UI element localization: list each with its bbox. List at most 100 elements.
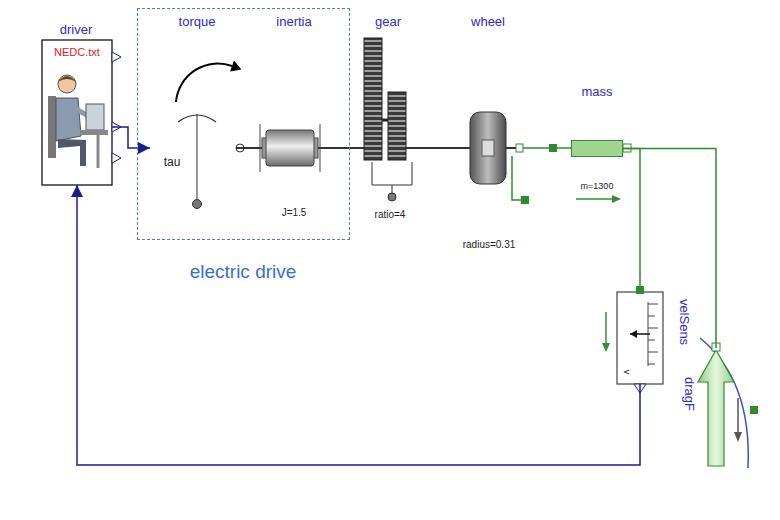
wheel-icon [455, 147, 470, 149]
driver-block: driverNEDC.txt [42, 40, 112, 185]
drag-force: dragF [700, 348, 732, 466]
label-holder: mass [581, 85, 612, 100]
speed-sensor-icon [648, 316, 655, 317]
label-holder: m=1300 [581, 181, 614, 191]
component-name: torque [179, 15, 216, 30]
wheel-icon [521, 196, 529, 204]
speed-sensor-icon [630, 330, 637, 338]
wheel-icon [482, 140, 494, 156]
speed-sensor-icon [648, 340, 655, 341]
label-holder: wheel [471, 15, 505, 30]
speed-sensor-icon [648, 304, 658, 305]
driver-icon [112, 153, 121, 163]
mass-block: massm=1300 [571, 140, 623, 157]
component-name: driver [60, 23, 93, 38]
mass-ports [576, 198, 613, 200]
driver-icon [48, 96, 56, 158]
torque-icon [230, 60, 241, 71]
driver-icon [42, 40, 121, 185]
drag-force-icon [737, 398, 739, 432]
speed-sensor-icon [617, 292, 663, 384]
wheel-element: wheelradius=0.31 [455, 110, 523, 190]
driver-icon [80, 130, 108, 135]
component-name: gear [375, 15, 401, 30]
driver-icon [58, 75, 76, 93]
component-name: inertia [276, 15, 311, 30]
shaft-line [332, 147, 356, 149]
drag-force-icon [698, 338, 758, 468]
label-holder: dragF [682, 377, 697, 411]
drag-force-icon [734, 432, 742, 442]
inertia-icon [260, 124, 261, 172]
inertia-icon [320, 124, 321, 172]
parameter-value: ratio=4 [375, 209, 406, 221]
gear-icon [372, 162, 412, 185]
label-holder: NEDC.txt [54, 46, 100, 59]
signal-name: tau [164, 156, 181, 170]
driver-icon [58, 76, 76, 82]
label-holder: ratio=4 [375, 209, 406, 221]
label-holder: v [622, 370, 632, 375]
torque-source: torquetau [150, 35, 236, 210]
label-holder: inertia [276, 15, 311, 30]
file-name: NEDC.txt [54, 46, 100, 59]
group-frame: torquetauinertiaJ=1.5electric drive [137, 8, 350, 240]
gear-icon [406, 147, 420, 149]
gear-icon [392, 185, 393, 193]
parameter-value: J=1.5 [282, 207, 307, 219]
component-name: velSens [677, 299, 692, 345]
label-holder: velSens [677, 299, 692, 345]
drag-force-icon [698, 350, 734, 466]
gear-icon [382, 119, 388, 122]
label-holder: radius=0.31 [463, 239, 516, 251]
speed-sensor-icon [648, 328, 658, 329]
torque-icon [197, 114, 198, 199]
gear-icon [356, 38, 420, 201]
component-name: mass [581, 85, 612, 100]
label-holder: gear [375, 15, 401, 30]
gear-icon [388, 193, 396, 201]
inertia-icon [256, 124, 332, 172]
driver-icon [42, 40, 112, 185]
driver-icon [112, 52, 121, 62]
label-holder: tau [164, 156, 181, 170]
flange-line [523, 147, 571, 149]
label-holder: driver [60, 23, 93, 38]
flange-line [623, 149, 716, 349]
inertia-icon [266, 130, 314, 166]
signal-line [77, 185, 640, 465]
speed-sensor: velSensv [615, 292, 665, 384]
speed-sensor-icon [605, 312, 607, 344]
speed-sensor-icon [602, 343, 610, 352]
wheel-icon [506, 147, 516, 149]
component-name: wheel [471, 15, 505, 30]
signal-name: v [622, 370, 632, 375]
drag-force-icon [750, 406, 758, 414]
driver-icon [56, 98, 81, 141]
torque-icon [176, 64, 232, 102]
wheel-icon [516, 144, 523, 152]
driver-icon [86, 104, 104, 130]
label-holder: torque [179, 15, 216, 30]
wheel-icon [470, 112, 506, 184]
label-holder: J=1.5 [282, 207, 307, 219]
mass-ports [612, 195, 621, 203]
speed-sensor-icon [602, 286, 663, 393]
shaft-line [236, 147, 256, 149]
shaft-line [420, 147, 455, 149]
torque-icon [193, 200, 202, 209]
gear-element: gearratio=4 [356, 32, 420, 204]
gear-icon [364, 38, 382, 160]
driver-icon [58, 139, 86, 166]
component-name: dragF [682, 377, 697, 411]
label-holder: electric drive [190, 261, 297, 283]
flange-line [623, 149, 640, 293]
group-name: electric drive [190, 261, 297, 283]
speed-sensor-icon [648, 364, 655, 365]
parameter-value: radius=0.31 [463, 239, 516, 251]
speed-sensor-icon [648, 352, 658, 353]
parameter-value: m=1300 [581, 181, 614, 191]
